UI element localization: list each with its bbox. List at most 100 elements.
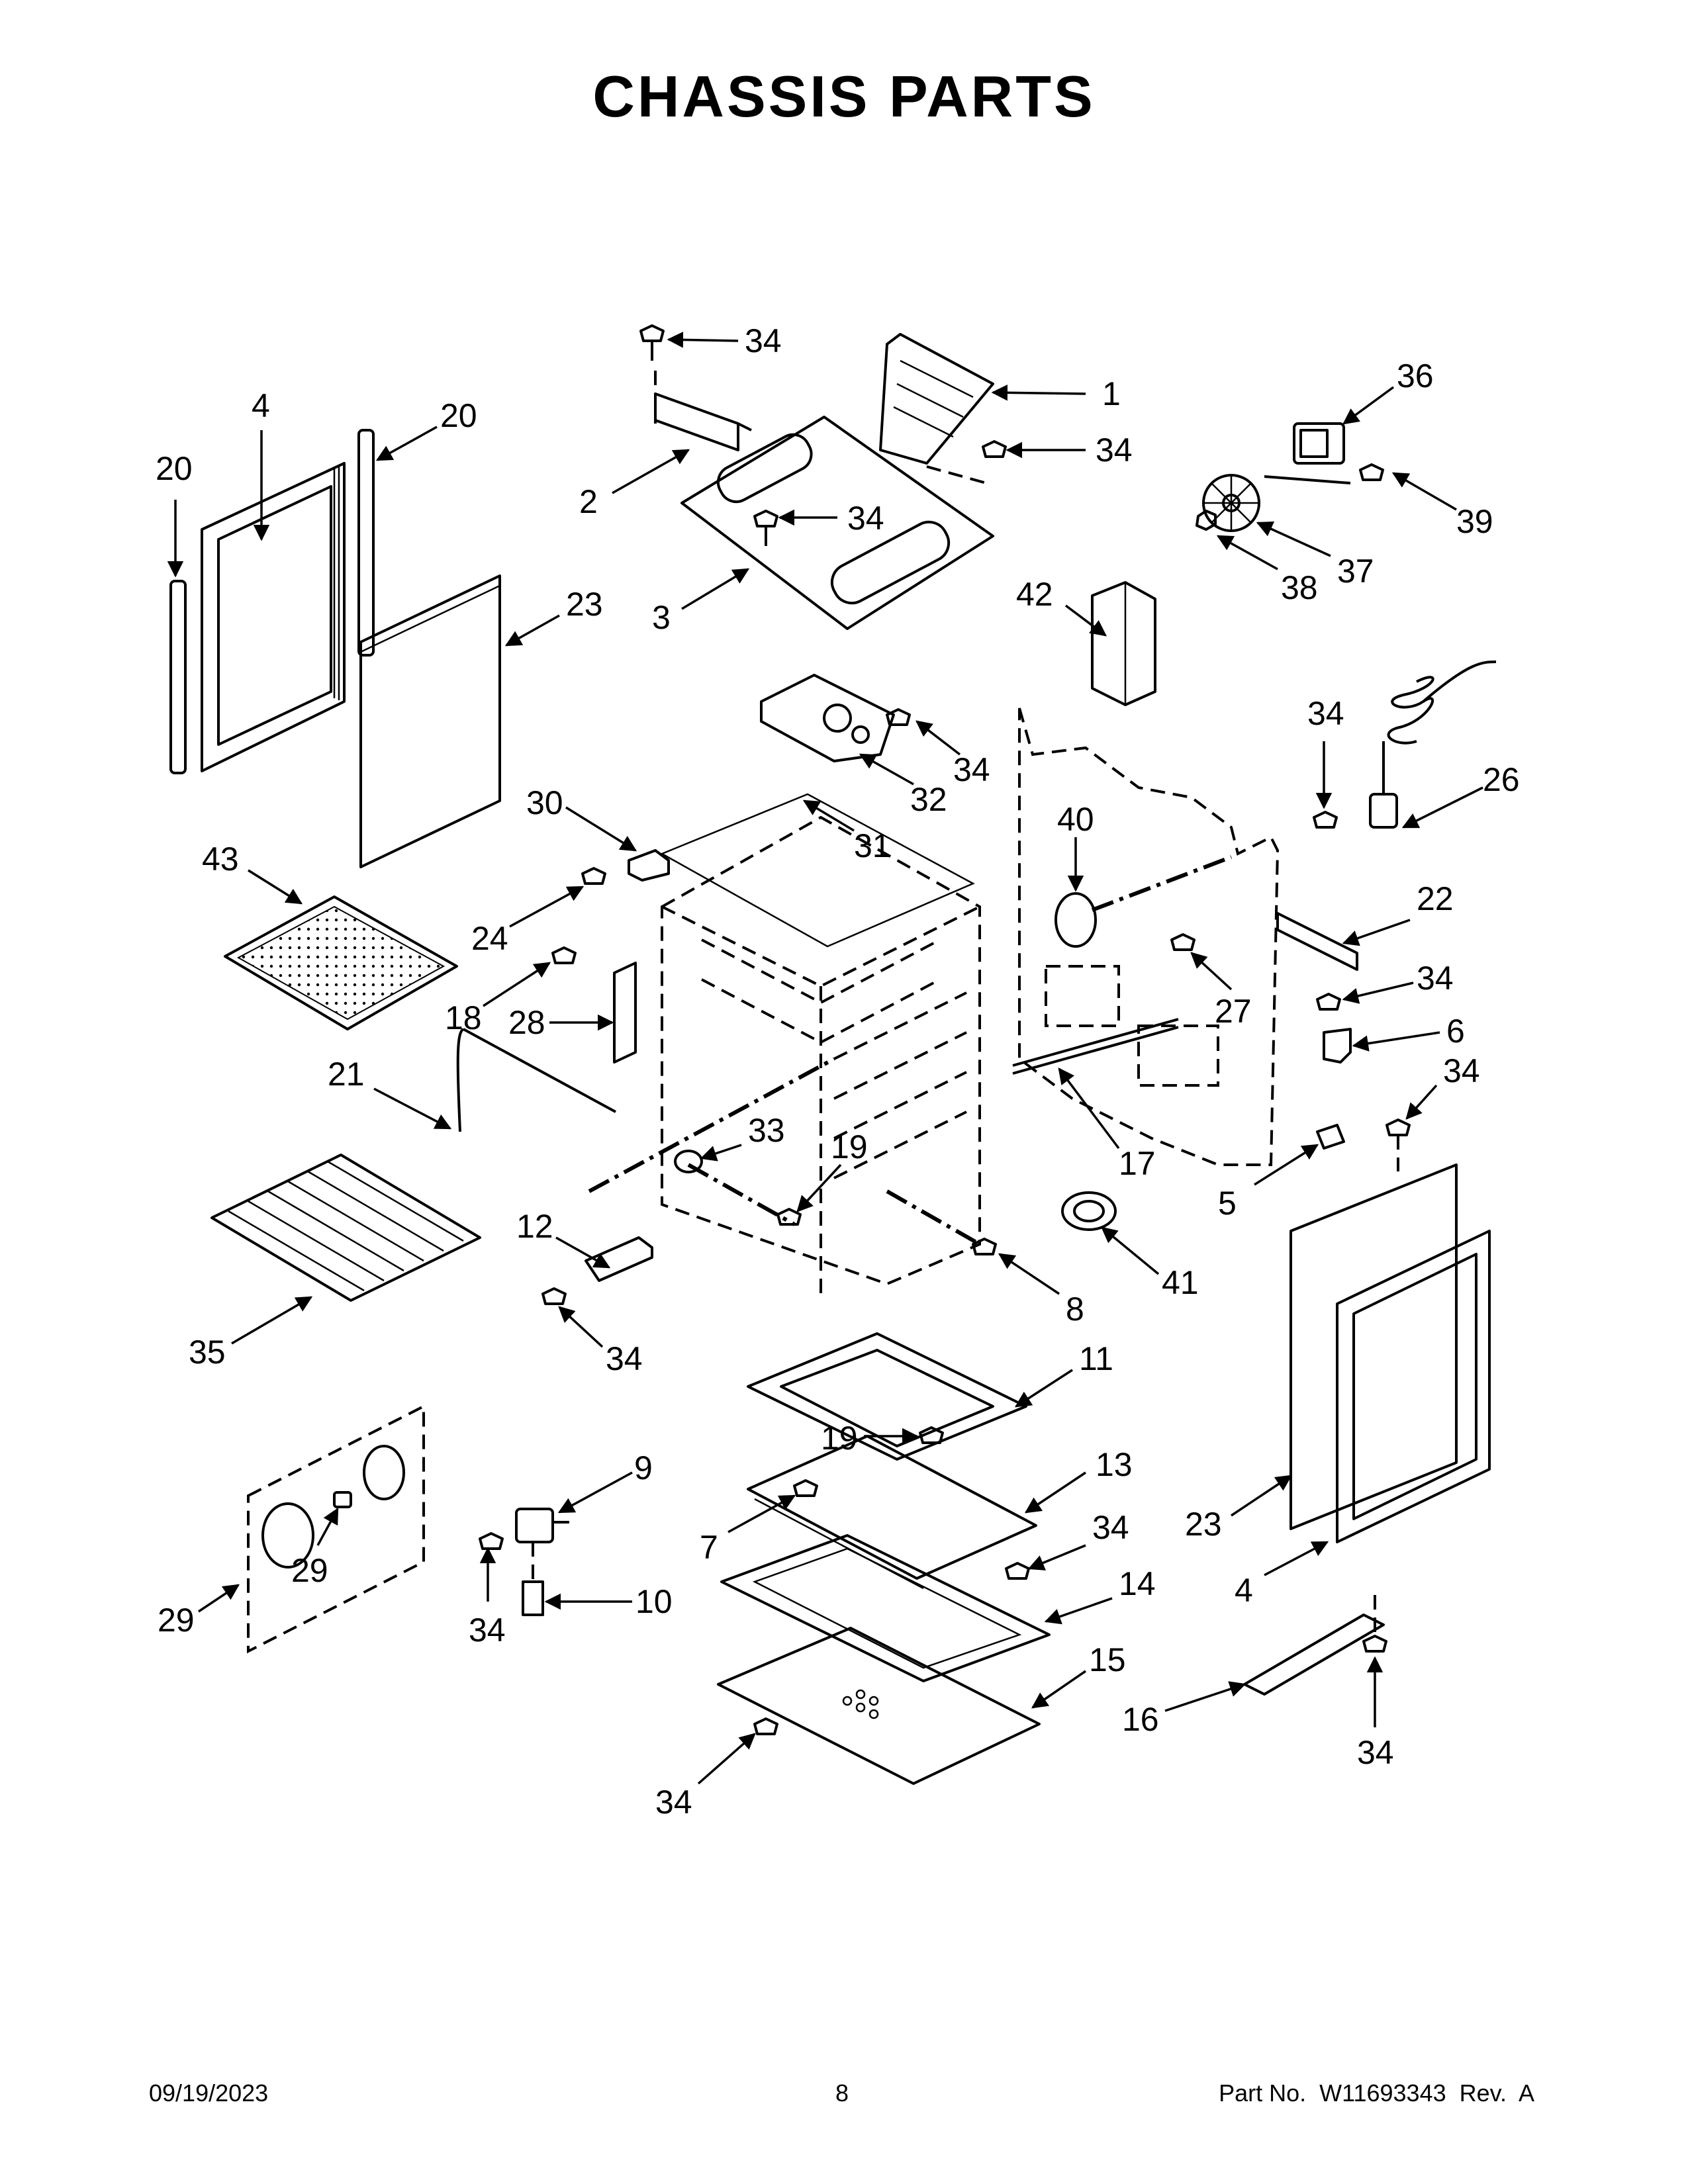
callout-35: 35 [189, 1334, 226, 1371]
callout-23: 23 [566, 586, 603, 623]
screw-icon [581, 867, 606, 885]
screw-icon [479, 1532, 504, 1550]
callout-40: 40 [1057, 801, 1094, 838]
part-drawer-panel [717, 1627, 1041, 1785]
part-oven-mat [224, 895, 458, 1030]
part-power-cord [1369, 660, 1497, 829]
callout-8: 8 [1066, 1291, 1084, 1328]
part-clip [1316, 1124, 1345, 1150]
callout-42: 42 [1016, 576, 1053, 613]
part-oven-cavity [661, 815, 981, 1297]
screw-icon [982, 440, 1007, 458]
callout-34: 34 [953, 751, 990, 788]
callout-layer: 34 1 34 2 34 3 4 20 20 23 36 39 [156, 322, 1520, 1821]
screw-icon [541, 1287, 567, 1305]
callout-20: 20 [156, 450, 193, 487]
callout-4: 4 [252, 387, 270, 424]
callout-12: 12 [516, 1208, 553, 1245]
part-oven-rack [211, 1154, 481, 1302]
part-door-frame-right [1336, 1230, 1491, 1543]
callout-34: 34 [1092, 1509, 1129, 1546]
callout-34: 34 [1443, 1052, 1480, 1089]
part-broil-pan-support [720, 1534, 1051, 1682]
part-vent-bracket [654, 371, 752, 451]
callout-41: 41 [1162, 1264, 1199, 1301]
callout-34: 34 [655, 1784, 692, 1821]
part-rear-panel [1018, 707, 1280, 1166]
callout-34: 34 [1096, 432, 1133, 469]
part-door-hinge [613, 962, 637, 1064]
part-seal-strip-right [357, 429, 375, 657]
callout-22: 22 [1417, 880, 1454, 917]
screw-icon [753, 510, 778, 546]
callout-1: 1 [1102, 375, 1121, 412]
footer-date: 09/19/2023 [149, 2079, 269, 2107]
callout-28: 29 [158, 1602, 195, 1639]
callout-34: 34 [1307, 695, 1344, 732]
callout-25: 26 [1483, 761, 1520, 798]
part-lock-bracket [1323, 1028, 1352, 1064]
callout-10: 10 [635, 1583, 673, 1620]
screw-icon [1313, 811, 1338, 829]
part-drawer-glide [1243, 1614, 1385, 1696]
part-cooktop-support-panel [680, 416, 994, 630]
callout-14: 14 [1119, 1565, 1156, 1602]
screw-icon [1359, 463, 1384, 481]
screw-icon [551, 946, 577, 964]
callout-15: 15 [1089, 1641, 1126, 1678]
screw-icon [1005, 1562, 1030, 1580]
screw-icon [886, 708, 911, 726]
callout-3: 3 [652, 599, 671, 636]
part-convection-fan [1202, 474, 1260, 532]
screw-icon [793, 1479, 818, 1497]
callout-31: 31 [854, 827, 891, 864]
callout-34: 34 [606, 1340, 643, 1377]
footer-part-number: Part No. W11693343 Rev. A [1219, 2079, 1534, 2107]
part-hinge-bracket [628, 849, 670, 882]
callout-34: 34 [469, 1612, 506, 1649]
screw-icon [919, 1426, 944, 1444]
screw-icon [1170, 933, 1196, 951]
screw-icon [972, 1238, 997, 1255]
part-igniter [585, 1236, 653, 1282]
part-side-panel-left [359, 574, 501, 868]
page-title: CHASSIS PARTS [592, 64, 1096, 129]
part-air-duct [1091, 581, 1156, 706]
part-burner-holder [674, 1150, 703, 1173]
callout-18: 18 [445, 999, 482, 1036]
callout-26: 28 [508, 1004, 545, 1041]
screw-icon [1316, 993, 1341, 1011]
callout-6: 6 [1446, 1013, 1465, 1050]
callout-19: 19 [831, 1128, 868, 1165]
callout-37: 37 [1337, 553, 1374, 590]
callout-5: 5 [1218, 1185, 1237, 1222]
part-side-panel-right [1289, 1163, 1458, 1530]
callout-2: 2 [579, 483, 598, 520]
callout-19: 19 [821, 1420, 858, 1457]
callout-13: 13 [1096, 1446, 1133, 1483]
part-seal-strip-left [169, 580, 187, 774]
callout-4: 4 [1235, 1572, 1253, 1609]
footer-page-number: 8 [835, 2079, 849, 2107]
callout-34: 34 [1357, 1734, 1394, 1771]
screw-icon [776, 1208, 802, 1226]
callout-24: 24 [471, 920, 508, 957]
part-wire [456, 1028, 616, 1132]
callout-23: 23 [1185, 1506, 1222, 1543]
part-convection-motor [1264, 422, 1351, 484]
part-gas-valve-assembly [760, 674, 895, 762]
part-heat-shield [879, 333, 994, 484]
callout-33: 33 [748, 1112, 785, 1149]
part-door-frame-left [201, 462, 346, 772]
part-insulation-sheet [660, 793, 975, 948]
part-knob-kit [247, 1404, 425, 1654]
part-fan-nut [1196, 510, 1217, 531]
callout-34: 34 [1417, 960, 1454, 997]
callout-27: 27 [1215, 993, 1252, 1030]
callout-7: 7 [700, 1529, 718, 1566]
callout-16: 16 [1122, 1701, 1159, 1738]
callout-43: 43 [202, 841, 239, 878]
callout-38: 38 [1281, 569, 1318, 606]
callout-36: 36 [1397, 357, 1434, 394]
part-bake-burner-baffle [747, 1332, 1027, 1461]
